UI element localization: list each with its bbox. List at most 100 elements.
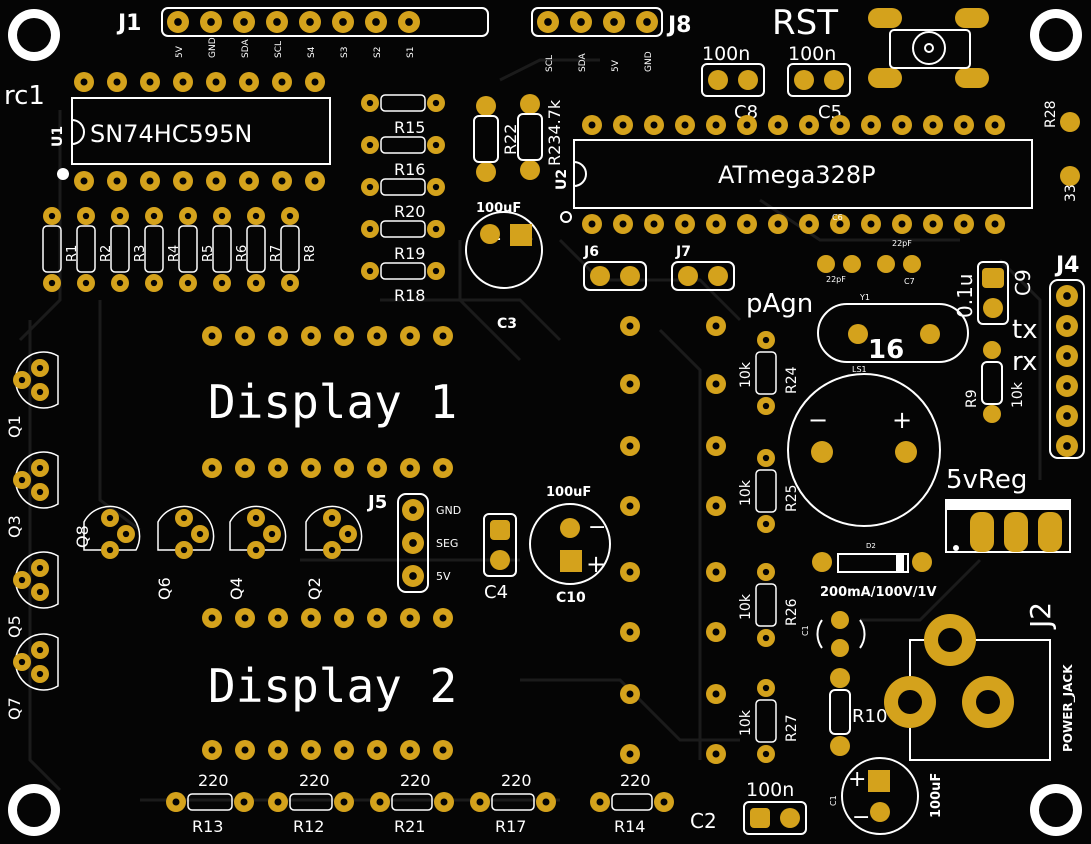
capacitor-c1: + − C1 100uF: [829, 757, 944, 835]
label-rst: RST: [772, 3, 838, 43]
svg-text:C4: C4: [484, 582, 508, 603]
resistor-value: 10k: [738, 709, 754, 736]
jumper-j6: J6: [583, 244, 647, 291]
power-jack-j2: J2 POWER_JACK: [884, 602, 1076, 761]
resistor-label: R20: [394, 202, 425, 221]
resistor-r28: R28 33: [1043, 100, 1080, 202]
svg-text:Display 2: Display 2: [208, 659, 457, 713]
label-rc1: rc1: [4, 81, 45, 111]
capacitor-c3: 100uF − + C3: [465, 201, 543, 332]
svg-text:0.1u: 0.1u: [953, 274, 977, 318]
svg-text:R22: R22: [501, 124, 520, 155]
display-1: Display 1: [202, 326, 457, 478]
svg-text:+: +: [586, 550, 606, 578]
svg-text:33: 33: [1063, 184, 1079, 202]
svg-text:−: −: [808, 406, 828, 434]
resistor-value: 220: [198, 771, 229, 790]
transistor-label: Q5: [5, 615, 24, 638]
resistor-value: 10k: [738, 361, 754, 388]
svg-text:22pF: 22pF: [826, 275, 846, 284]
resistor-label: R26: [784, 598, 800, 626]
transistor-label: Q2: [305, 577, 324, 600]
j5-pin-label: 5V: [436, 570, 451, 583]
resistor-r10: R10: [829, 668, 887, 756]
resistor-value: 10k: [738, 593, 754, 620]
svg-text:10k: 10k: [1010, 381, 1026, 408]
resistor-value: 10k: [738, 479, 754, 506]
capacitor-c1-small: C1: [801, 611, 866, 657]
transistor-label: Q8: [73, 525, 92, 548]
svg-text:J2: J2: [1024, 602, 1057, 630]
resistor-label: R27: [784, 714, 800, 742]
resistor-label: R21: [394, 817, 425, 836]
label-j8: J8: [666, 13, 692, 38]
capacitor-c10: 100uF − + C10: [529, 485, 611, 606]
j1-pin-label: SCL: [274, 41, 284, 58]
svg-text:100uF: 100uF: [929, 773, 944, 818]
svg-text:pAgn: pAgn: [746, 289, 813, 319]
capacitor-c4: C4: [483, 513, 517, 603]
resistor-r22: R22: [473, 96, 520, 182]
svg-text:22pF: 22pF: [892, 239, 912, 248]
capacitor-c5: 100n C5: [787, 43, 851, 123]
svg-text:LS1: LS1: [852, 365, 867, 374]
j1-pin-label: S4: [307, 46, 317, 58]
transistor-label: Q1: [5, 415, 24, 438]
svg-text:C1: C1: [829, 795, 838, 806]
reset-button: RST: [772, 3, 989, 88]
resistor-label: R16: [394, 160, 425, 179]
svg-text:U1: U1: [50, 126, 66, 147]
svg-text:C3: C3: [497, 316, 517, 332]
svg-text:100uF: 100uF: [546, 485, 591, 500]
resistor-label: R25: [784, 484, 800, 512]
svg-text:C2: C2: [690, 809, 717, 833]
svg-text:200mA/100V/1V: 200mA/100V/1V: [820, 585, 937, 600]
u2-part: ATmega328P: [718, 161, 876, 189]
resistor-label: R14: [614, 817, 645, 836]
svg-text:Y1: Y1: [859, 293, 870, 302]
svg-text:16: 16: [868, 335, 904, 365]
switch-pads: [620, 316, 726, 764]
svg-text:J7: J7: [675, 244, 691, 260]
svg-text:C1: C1: [801, 625, 810, 636]
chip-u2: ATmega328P U2: [554, 115, 1033, 234]
svg-text:tx: tx: [1012, 315, 1038, 345]
svg-text:POWER_JACK: POWER_JACK: [1061, 664, 1076, 752]
header-j4: J4 tx rx: [1012, 253, 1085, 459]
j8-pin-label: GND: [644, 51, 654, 72]
svg-text:+: +: [848, 767, 866, 792]
svg-text:R10: R10: [852, 706, 887, 727]
svg-text:−: −: [588, 515, 606, 540]
j8-pin-label: 5V: [611, 59, 621, 72]
resistor-label: R8: [303, 245, 318, 262]
j5-pin-label: GND: [436, 504, 461, 517]
svg-text:J4: J4: [1054, 253, 1080, 278]
transistor-label: Q7: [5, 697, 24, 720]
regulator-5v: 5vReg: [945, 465, 1071, 553]
resistor-label: R15: [394, 118, 425, 137]
capacitor-c2: 100n C2: [690, 779, 807, 835]
svg-text:5vReg: 5vReg: [946, 465, 1027, 495]
display-2: Display 2: [202, 608, 457, 760]
j1-pin-label: 5V: [175, 45, 185, 58]
u1-part: SN74HC595N: [90, 120, 252, 148]
j1-pin-label: GND: [208, 37, 218, 58]
svg-text:+: +: [892, 406, 912, 434]
svg-text:Display 1: Display 1: [208, 375, 457, 429]
capacitor-c8: 100n C8: [701, 43, 765, 123]
svg-text:C7: C7: [904, 277, 915, 286]
svg-text:C10: C10: [556, 590, 586, 606]
j5-pin-label: SEG: [436, 537, 458, 550]
svg-text:−: −: [852, 805, 870, 830]
crystal-y1: pAgn Y1 16: [746, 289, 969, 365]
svg-text:D2: D2: [866, 542, 876, 550]
svg-text:R28: R28: [1043, 100, 1059, 128]
j1-pin-label: SDA: [241, 39, 251, 58]
